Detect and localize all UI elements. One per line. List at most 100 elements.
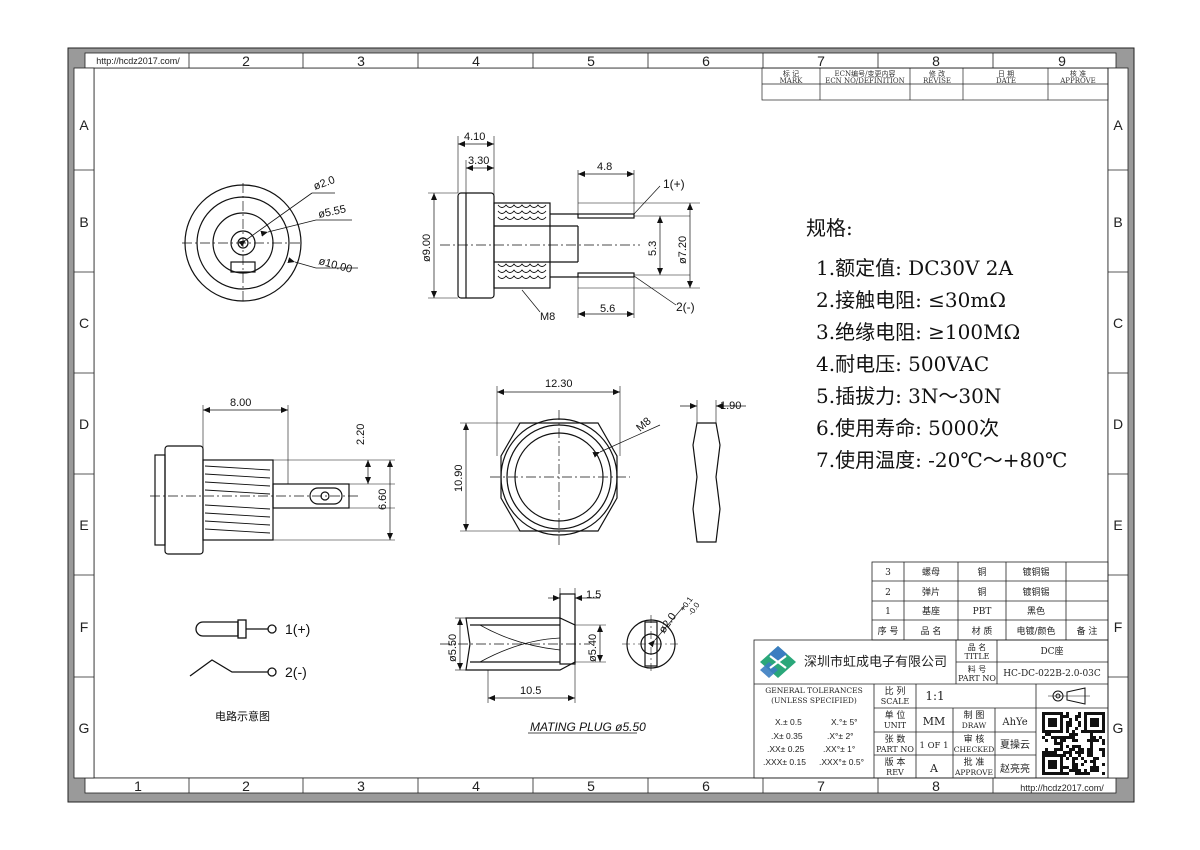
company-name: 深圳市虹成电子有限公司 — [804, 654, 947, 670]
check-label-en: CHECKED — [954, 745, 995, 754]
col-label: 4 — [472, 53, 480, 69]
bom-header: 电镀/颜色 — [1016, 625, 1055, 637]
spec-item: 3.绝缘电阻: ≥100MΩ — [816, 320, 1021, 344]
schematic-caption: 电路示意图 — [215, 709, 270, 723]
bom-cell: PBT — [973, 607, 992, 617]
bom-cell: 3 — [885, 568, 891, 578]
col-label: 7 — [817, 53, 825, 69]
dim-label: ø5.55 — [317, 203, 347, 221]
dim-label: ø9.00 — [421, 234, 433, 262]
part-label: 料 号 — [968, 664, 987, 674]
bottom-side-view — [150, 405, 395, 555]
tolerance-angular: .XXX°± 0.5° — [819, 757, 864, 767]
col-label: 4 — [472, 778, 480, 794]
rev-header: ECN NO/DEFINITION — [825, 77, 905, 85]
col-label: 6 — [702, 53, 710, 69]
rev-header: DATE — [996, 77, 1016, 85]
scale-label-en: SCALE — [881, 697, 910, 706]
bom-cell: 黑色 — [1027, 605, 1045, 617]
hex-nut-view — [460, 386, 661, 545]
tolerance-linear: .XX± 0.25 — [767, 744, 805, 754]
row-label: D — [1113, 416, 1123, 432]
grid-ticks — [74, 53, 1128, 793]
col-label: 5 — [587, 778, 595, 794]
sheet-value: 1 OF 1 — [919, 741, 948, 751]
dim-label: M8 — [540, 311, 555, 323]
sheet-label: 张 数 — [885, 733, 906, 745]
rev-value: A — [929, 762, 939, 775]
part-label-en: PART NO — [958, 674, 996, 683]
draw-label-en: DRAW — [962, 721, 987, 730]
row-label: A — [1113, 117, 1123, 133]
title-label-en: TITLE — [965, 652, 990, 661]
approve-label-en: APPROVE — [954, 768, 993, 777]
col-label: 5 — [587, 53, 595, 69]
row-label: B — [1113, 214, 1122, 230]
title-label: 品 名 — [968, 642, 987, 652]
scale-label: 比 列 — [885, 685, 906, 697]
dim-label: ø5.40 — [587, 634, 599, 662]
part-number: HC-DC-022B-2.0-03C — [1003, 669, 1101, 679]
col-label: 3 — [357, 778, 365, 794]
tolerance-title: GENERAL TOLERANCES — [765, 686, 863, 695]
approve-value: 赵亮亮 — [1000, 762, 1030, 775]
dim-label: 3.30 — [468, 155, 489, 167]
rev-label: 版 本 — [885, 756, 906, 768]
spec-item: 7.使用温度: -20℃～+80℃ — [816, 448, 1068, 472]
pin-label: 2(-) — [676, 300, 695, 314]
unit-label-en: UNIT — [884, 721, 907, 730]
spec-item: 6.使用寿命: 5000次 — [816, 416, 1000, 440]
rev-header: REVISE — [923, 77, 951, 85]
tolerance-angular: .X°± 2° — [827, 731, 854, 741]
col-label: 2 — [242, 778, 250, 794]
rev-header: ECN编号/变更内容 — [835, 69, 896, 78]
tolerance-linear: X.± 0.5 — [775, 717, 802, 727]
rev-header: 标 记 — [783, 69, 799, 78]
rev-header: MARK — [780, 77, 803, 85]
mating-plug-view — [440, 588, 685, 734]
specification-block: 规格: 1.额定值: DC30V 2A 2.接触电阻: ≤30mΩ 3.绝缘电阻… — [806, 212, 1067, 476]
qr-code-icon — [1040, 710, 1107, 777]
bom-cell: 镀铜锡 — [1022, 586, 1049, 598]
row-label: A — [79, 117, 89, 133]
row-label: D — [79, 416, 89, 432]
col-label: 1 — [134, 778, 142, 794]
bom-cell: 2 — [885, 588, 891, 598]
schematic-pin2: 2(-) — [285, 664, 307, 680]
side-view — [428, 136, 700, 318]
pin-label: 1(+) — [663, 177, 685, 191]
draw-value: AhYe — [1001, 717, 1027, 728]
url-top: http://hcdz2017.com/ — [96, 56, 180, 66]
dim-label: 4.8 — [597, 161, 612, 173]
front-view — [182, 183, 358, 303]
row-label: C — [1113, 315, 1123, 331]
revision-table — [761, 67, 1109, 101]
title-value: DC座 — [1040, 645, 1063, 657]
bom-header: 备 注 — [1077, 625, 1098, 637]
tolerance-subtitle: (UNLESS SPECIFIED) — [771, 696, 857, 705]
dim-label: ø5.50 — [447, 634, 459, 662]
row-label: E — [79, 517, 88, 533]
bom-cell: 1 — [885, 607, 891, 617]
sheet-label-en: PART NO — [876, 745, 914, 754]
check-label: 审 核 — [964, 733, 985, 745]
rev-label-en: REV — [886, 768, 904, 777]
spec-item: 5.插拔力: 3N～30N — [816, 384, 1002, 408]
dim-label: ø7.20 — [677, 236, 689, 264]
dim-label: 5.3 — [647, 241, 659, 256]
bom-cell: 弹片 — [922, 586, 940, 598]
circuit-schematic — [189, 619, 277, 677]
col-label: 9 — [1058, 53, 1066, 69]
schematic-pin1: 1(+) — [285, 621, 310, 637]
spec-item: 4.耐电压: 500VAC — [816, 352, 990, 376]
rev-header: APPROVE — [1059, 77, 1096, 85]
bom-cell: 铜 — [977, 566, 986, 578]
dim-label: 1.5 — [586, 589, 601, 601]
mating-plug-label: MATING PLUG ø5.50 — [530, 720, 646, 734]
rev-header: 修 改 — [929, 69, 945, 78]
scale-value: 1:1 — [925, 689, 944, 703]
col-label: 3 — [357, 53, 365, 69]
spec-title: 规格: — [806, 216, 853, 240]
bom-cell: 螺母 — [922, 567, 940, 578]
dim-label: 6.60 — [377, 489, 389, 510]
